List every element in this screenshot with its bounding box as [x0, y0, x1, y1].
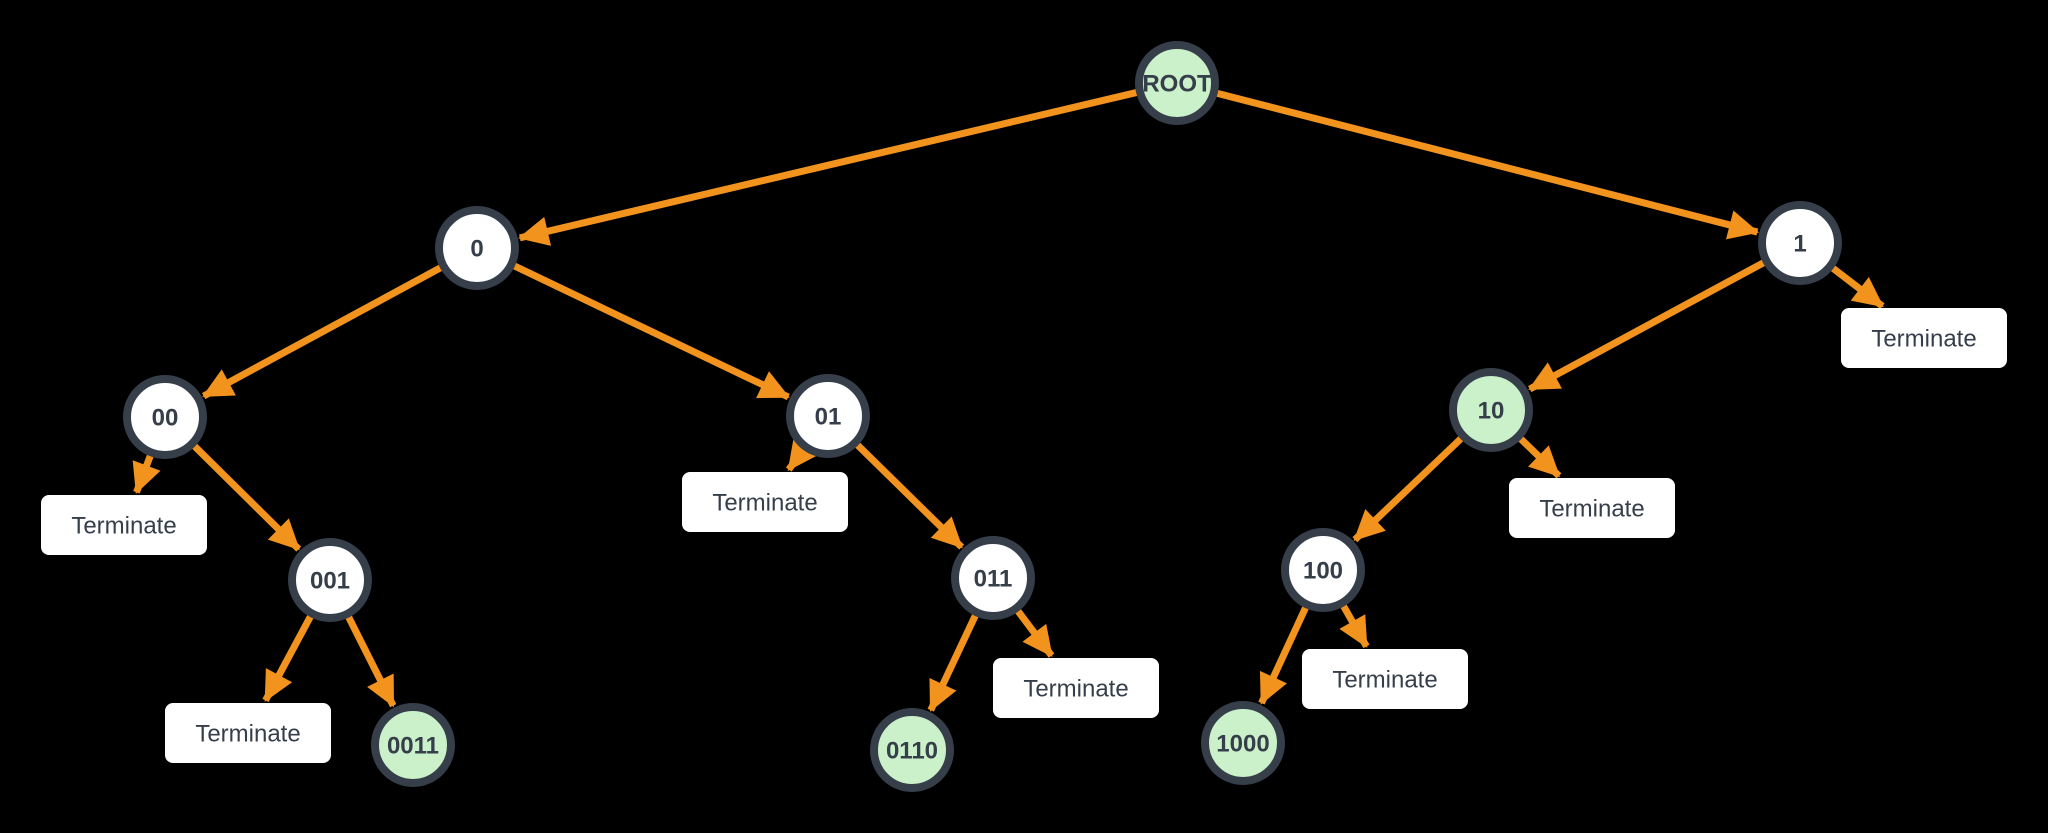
edge-n0-n01 [475, 244, 790, 401]
node-label: 0110 [886, 738, 938, 765]
terminate-box-t100: Terminate [1302, 649, 1468, 709]
terminate-box-t001: Terminate [165, 703, 331, 763]
node-011: 011 [951, 536, 1035, 620]
node-label: ROOT [1142, 71, 1212, 98]
terminate-box-t1: Terminate [1841, 308, 2007, 368]
terminate-label: Terminate [195, 721, 300, 748]
node-label: 1 [1793, 231, 1806, 258]
edge-n0-n00 [202, 244, 479, 400]
node-label: 100 [1303, 558, 1343, 585]
node-00: 00 [123, 375, 207, 459]
terminate-label: Terminate [1871, 326, 1976, 353]
edge-root-n0 [518, 79, 1178, 246]
terminate-label: Terminate [1539, 496, 1644, 523]
terminate-label: Terminate [712, 490, 817, 517]
node-0110: 0110 [870, 708, 954, 792]
node-100: 100 [1281, 528, 1365, 612]
node-label: 001 [310, 568, 350, 595]
edge-root-n1 [1176, 79, 1760, 240]
terminate-box-t011: Terminate [993, 658, 1159, 718]
node-1: 1 [1758, 201, 1842, 285]
node-label: 011 [974, 566, 1013, 593]
node-0011: 0011 [371, 703, 455, 787]
node-label: 01 [815, 404, 842, 431]
node-01: 01 [786, 374, 870, 458]
node-0: 0 [435, 206, 519, 290]
terminate-box-t10: Terminate [1509, 478, 1675, 538]
terminate-label: Terminate [1023, 676, 1128, 703]
node-10: 10 [1449, 368, 1533, 452]
node-1000: 1000 [1201, 701, 1285, 785]
terminate-box-t00: Terminate [41, 495, 207, 555]
edge-n1-n10 [1528, 239, 1802, 393]
node-001: 001 [288, 538, 372, 622]
terminate-box-t01: Terminate [682, 472, 848, 532]
node-label: 00 [152, 405, 179, 432]
node-root: ROOT [1135, 41, 1219, 125]
terminate-label: Terminate [71, 513, 176, 540]
node-label: 0 [470, 236, 483, 263]
node-label: 10 [1478, 398, 1505, 425]
node-label: 0011 [387, 733, 439, 760]
terminate-label: Terminate [1332, 667, 1437, 694]
node-label: 1000 [1216, 731, 1269, 758]
